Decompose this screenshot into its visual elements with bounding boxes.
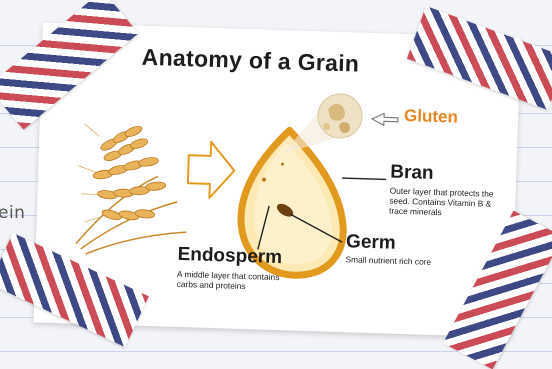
- gluten-pointer-arrow-icon: [372, 113, 398, 126]
- outline-arrow-icon: [187, 141, 235, 198]
- bran-leader-line: [342, 178, 386, 179]
- wheat-stalks-image: [76, 122, 190, 257]
- bran-label: Bran: [390, 162, 434, 185]
- endosperm-label: Endosperm: [177, 244, 282, 269]
- background-margin-text: ein: [0, 203, 25, 223]
- gluten-magnified-icon: [282, 92, 363, 156]
- bran-description: Outer layer that protects the seed. Cont…: [389, 186, 525, 220]
- gluten-label: Gluten: [404, 106, 458, 128]
- germ-label: Germ: [346, 231, 396, 255]
